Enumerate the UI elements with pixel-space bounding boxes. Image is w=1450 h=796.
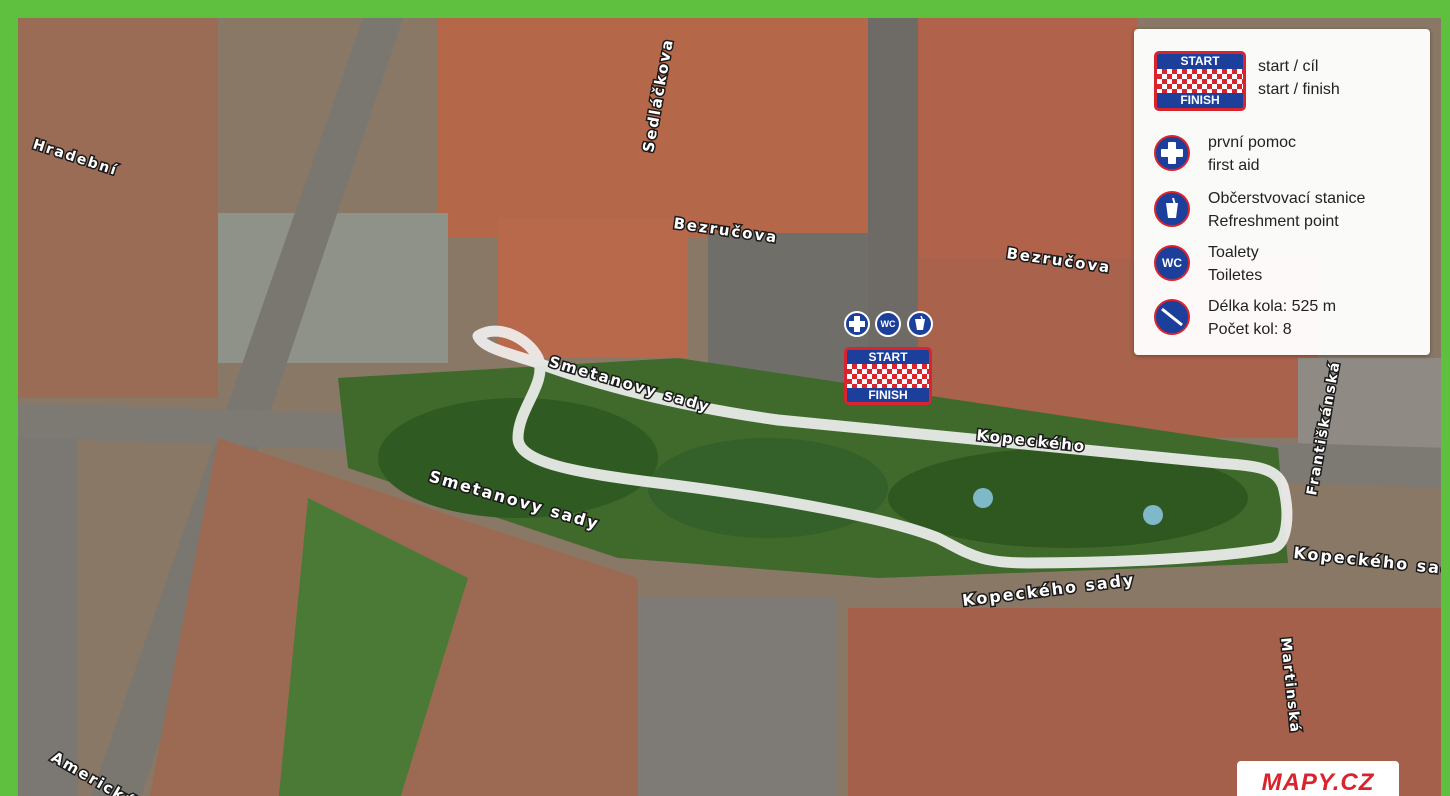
flag-finish-label: FINISH	[1157, 93, 1243, 108]
checkered-pattern	[847, 364, 929, 388]
legend-en: first aid	[1208, 157, 1260, 174]
building-block	[498, 218, 688, 358]
legend-en: Toiletes	[1208, 267, 1263, 284]
park	[278, 498, 468, 796]
flag-start-label: START	[1157, 54, 1243, 69]
fountain	[973, 488, 993, 508]
fountain	[1143, 505, 1163, 525]
legend-cz: Občerstvovací stanice	[1208, 190, 1366, 207]
avenue	[91, 18, 403, 796]
checkered-pattern	[1157, 69, 1243, 93]
legend-text: Toalety Toiletes	[1208, 241, 1262, 287]
legend-text: první pomoc first aid	[1208, 131, 1296, 177]
building-block	[898, 18, 1138, 258]
legend-en: Refreshment point	[1208, 213, 1339, 230]
flag-finish-label: FINISH	[847, 388, 929, 402]
legend-cz: Toalety	[1208, 244, 1259, 261]
legend-text: Občerstvovací stanice Refreshment point	[1208, 187, 1365, 233]
legend-lap-count: Počet kol: 8	[1208, 321, 1292, 338]
wc-label: WC	[1162, 256, 1182, 270]
legend-cz: start / cíl	[1258, 58, 1319, 75]
building-block	[18, 438, 78, 796]
refreshment-icon[interactable]	[907, 311, 933, 337]
flag-start-label: START	[847, 350, 929, 364]
first-aid-icon[interactable]	[844, 311, 870, 337]
legend-text: Délka kola: 525 m Počet kol: 8	[1208, 295, 1336, 341]
grey-roof-building	[708, 233, 868, 383]
refreshment-icon	[1154, 191, 1190, 227]
start-finish-flag-icon: START FINISH	[1154, 51, 1246, 111]
legend-cz: první pomoc	[1208, 134, 1297, 151]
wc-icon[interactable]: WC	[875, 311, 901, 337]
race-route[interactable]	[472, 325, 1293, 569]
legend-en: start / finish	[1258, 81, 1340, 98]
legend-lap-length: Délka kola: 525 m	[1208, 298, 1337, 315]
first-aid-icon	[1154, 135, 1190, 171]
building-block	[18, 18, 218, 398]
legend-text: start / cíl start / finish	[1258, 55, 1340, 101]
lap-length-icon	[1154, 299, 1190, 335]
parking-block	[638, 598, 838, 796]
start-finish-flag-icon[interactable]: START FINISH	[844, 347, 932, 405]
tree-canopy	[378, 398, 658, 518]
map-legend: START FINISH start / cíl start / finish …	[1134, 29, 1430, 355]
mapy-cz-logo[interactable]: MAPY.CZ	[1237, 761, 1399, 796]
wc-icon: WC	[1154, 245, 1190, 281]
building-block	[438, 18, 918, 238]
wc-label: WC	[880, 319, 896, 329]
